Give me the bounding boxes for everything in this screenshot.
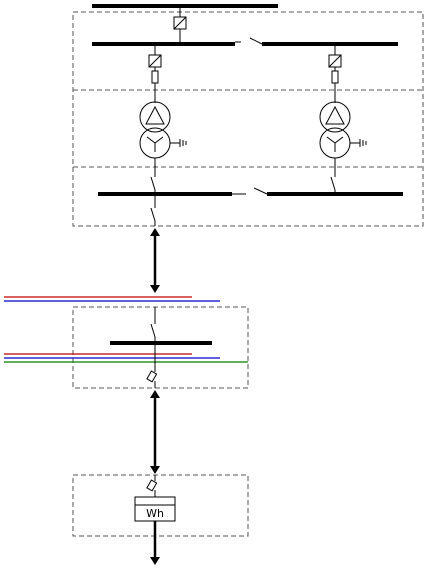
outgoing-switch-icon — [150, 207, 156, 222]
cabinet-fuse-icon — [146, 370, 158, 383]
left-fuse-icon — [151, 70, 159, 84]
mv-bus-coupler-switch-icon — [253, 187, 268, 195]
cabinet-switch-icon — [150, 323, 156, 338]
hv-bus-coupler-switch-icon — [249, 37, 263, 45]
right-transformer-icon — [319, 101, 367, 159]
energy-meter: Wh — [134, 496, 176, 522]
right-hv-breaker-diagonal — [328, 54, 342, 68]
incoming-breaker-diagonal — [173, 16, 187, 30]
left-mv-switch-icon — [150, 176, 156, 191]
right-fuse-icon — [331, 70, 339, 84]
left-hv-breaker-diagonal — [148, 54, 162, 68]
meter-fuse-icon — [146, 479, 158, 492]
left-transformer-icon — [139, 101, 187, 159]
meter-box-outline — [72, 474, 249, 537]
meter-label: Wh — [146, 507, 164, 520]
distribution-cabinet-outline — [72, 306, 249, 389]
substation-outline — [72, 11, 424, 227]
right-mv-switch-icon — [330, 176, 336, 191]
